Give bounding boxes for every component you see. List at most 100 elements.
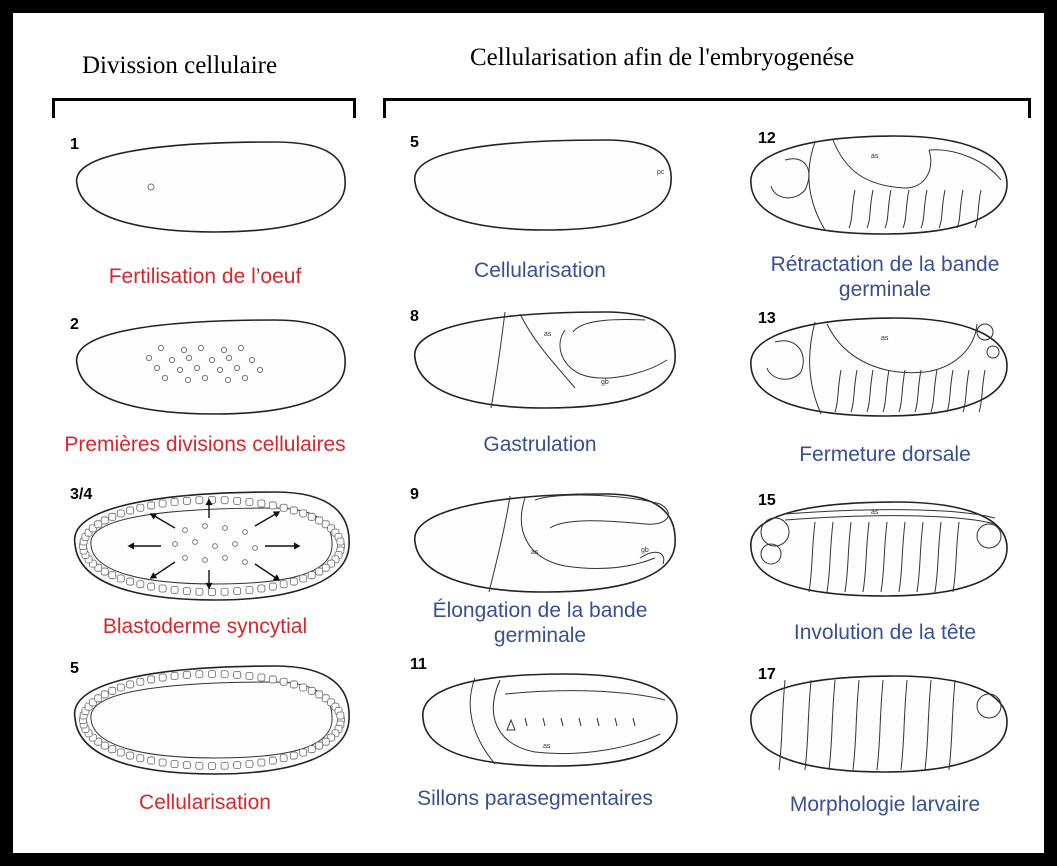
cell (290, 681, 297, 688)
cell (269, 676, 276, 683)
nucleus (158, 345, 163, 350)
stage-caption: Blastoderme syncytial (55, 614, 355, 639)
cell (258, 500, 265, 507)
cell (148, 502, 155, 509)
cell (196, 497, 203, 504)
cell (221, 497, 228, 504)
cell (137, 678, 144, 685)
nucleus (226, 355, 231, 360)
cell (258, 674, 265, 681)
embryo-stage-3-4 (65, 488, 355, 606)
nucleus (243, 530, 248, 535)
cell (280, 678, 287, 685)
cell (101, 517, 108, 524)
embryo-stage-5b: pc (405, 132, 685, 242)
embryo-stage-5a (65, 662, 355, 780)
cell (246, 761, 253, 768)
embryo-stage-17 (745, 668, 1015, 780)
cell (196, 671, 203, 678)
cell (159, 674, 166, 681)
cell (209, 763, 216, 770)
nucleus (181, 347, 186, 352)
embryo-stage-15: as (745, 492, 1015, 604)
bracket-left (52, 98, 356, 118)
cell (159, 759, 166, 766)
stage-caption: Rétractation de la bande germinale (755, 252, 1015, 302)
stage-caption: Fertilisation de l’oeuf (55, 264, 355, 289)
label-as: as (871, 153, 879, 160)
stage-caption: Premières divisions cellulaires (55, 432, 355, 457)
cell (300, 510, 307, 517)
nucleus (169, 357, 174, 362)
nucleus (209, 357, 214, 362)
cell (234, 671, 241, 678)
nucleus (221, 347, 226, 352)
stage-caption: Fermeture dorsale (755, 442, 1015, 467)
nucleus (213, 544, 218, 549)
cell (221, 671, 228, 678)
cell (127, 752, 134, 759)
nucleus (223, 526, 228, 531)
embryo-stage-11: as (415, 664, 685, 776)
cell (101, 691, 108, 698)
cell (171, 587, 178, 594)
cell (159, 585, 166, 592)
cell (300, 749, 307, 756)
cell (109, 687, 116, 694)
embryo-stage-8: as gb (405, 304, 685, 416)
embryo-stage-13: as (745, 312, 1015, 424)
cell (209, 671, 216, 678)
nucleus (242, 375, 247, 380)
stage-caption: Gastrulation (400, 432, 680, 457)
cell (117, 510, 124, 517)
cell (127, 578, 134, 585)
nucleus (203, 524, 208, 529)
header-left: Divission cellulaire (82, 52, 277, 80)
cell (280, 755, 287, 762)
bracket-right (383, 98, 1031, 118)
nucleus (223, 556, 228, 561)
cell (280, 581, 287, 588)
cell (280, 504, 287, 511)
cell (148, 757, 155, 764)
cell (246, 587, 253, 594)
cell (316, 691, 323, 698)
cell (127, 681, 134, 688)
cell (171, 498, 178, 505)
cell (322, 564, 329, 571)
nucleus (203, 558, 208, 563)
cell (269, 757, 276, 764)
nucleus (249, 357, 254, 362)
nucleus (198, 345, 203, 350)
cell (234, 497, 241, 504)
cell (290, 752, 297, 759)
cell (127, 507, 134, 514)
nucleus (202, 375, 207, 380)
nucleus (194, 365, 199, 370)
cell (117, 575, 124, 582)
embryo-stage-2 (65, 312, 355, 424)
cell (101, 568, 108, 575)
cell (183, 497, 190, 504)
stage-caption: Cellularisation (400, 258, 680, 283)
cell (183, 671, 190, 678)
cell (109, 513, 116, 520)
cell (258, 585, 265, 592)
cell (148, 676, 155, 683)
cell (109, 746, 116, 753)
nucleus (185, 377, 190, 382)
cell (308, 572, 315, 579)
cell (183, 588, 190, 595)
nucleus (233, 542, 238, 547)
nucleus (238, 345, 243, 350)
label-as: as (871, 509, 879, 516)
cell (109, 572, 116, 579)
label-as: as (544, 331, 552, 338)
cell (117, 749, 124, 756)
cell (171, 761, 178, 768)
cell (322, 738, 329, 745)
cell (95, 521, 102, 528)
cell (290, 578, 297, 585)
nucleus (177, 367, 182, 372)
cell (316, 517, 323, 524)
